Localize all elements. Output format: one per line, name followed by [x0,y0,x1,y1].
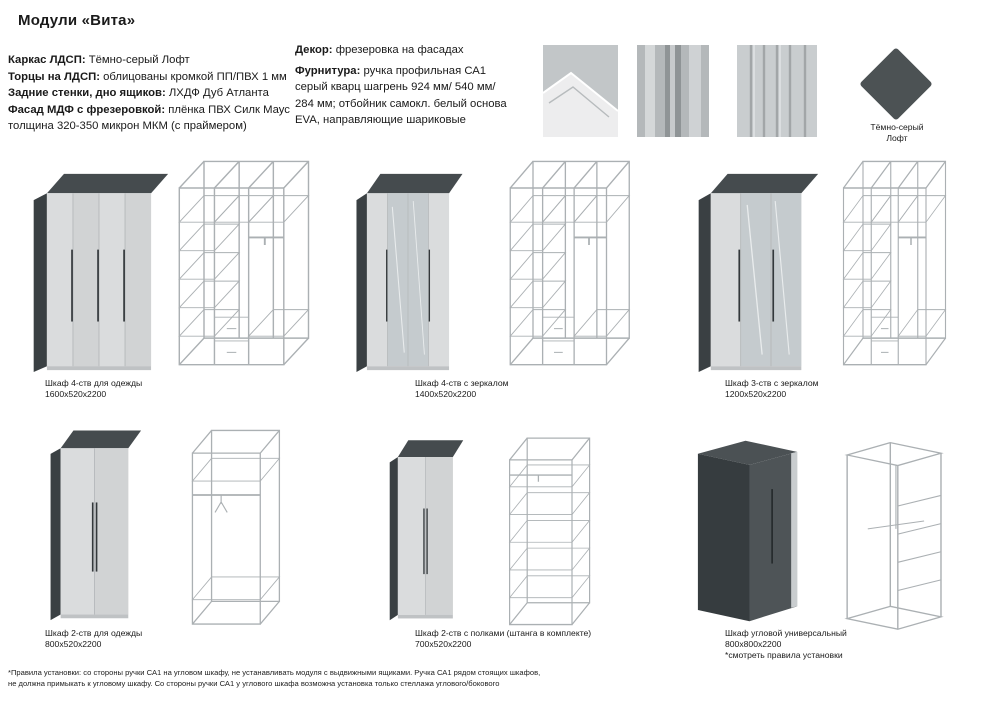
color-swatch [859,47,933,121]
product-name: Шкаф 2-ств для одежды [45,628,143,638]
spec-line: Задние стенки, дно ящиков: ЛХДФ Дуб Атла… [8,87,269,99]
facade-sample-2-image [637,45,709,137]
product-dims: 800х800х2200 [725,639,782,649]
spec-line: Фасад МДФ с фрезеровкой: плёнка ПВХ Силк… [8,103,290,133]
product-2-render [355,173,464,373]
spec-block: Каркас ЛДСП: Тёмно-серый Лофт Торцы на Л… [8,52,290,135]
product-3-caption: Шкаф 3-ств с зеркалом 1200х520х2200 [725,378,819,400]
decor-block: Декор: фрезеровка на фасадах Фурнитура: … [295,42,509,129]
page-title: Модули «Вита» [18,12,136,29]
spec-line: Торцы на ЛДСП: облицованы кромкой ПП/ПВХ… [8,70,287,83]
product-name: Шкаф 4-ств с зеркалом [415,378,509,388]
product-1-wireframe [178,160,310,366]
product-name: Шкаф 2-ств с полками (штанга в комплекте… [415,628,592,638]
footer-note: *Правила установки: со стороны ручки СА1… [8,668,541,688]
product-5-render [389,439,464,621]
spec-line: Каркас ЛДСП: Тёмно-серый Лофт [8,54,190,66]
product-dims: 1600х520х2200 [45,389,107,399]
product-2-caption: Шкаф 4-ств с зеркалом 1400х520х2200 [415,378,509,400]
product-3-wireframe [842,160,947,366]
product-5-caption: Шкаф 2-ств с полками (штанга в комплекте… [415,628,591,650]
swatch-label: Тёмно-серый Лофт [870,122,924,143]
product-4-caption: Шкаф 2-ств для одежды 800х520х2200 [45,628,142,650]
product-dims: 1200х520х2200 [725,389,787,399]
product-6-render [697,440,798,622]
product-6-wireframe [846,441,942,630]
product-6-caption: Шкаф угловой универсальный 800х800х2200 … [725,628,847,661]
product-name: Шкаф угловой универсальный [725,628,847,638]
product-3-render [697,173,819,373]
product-1-render [33,173,169,373]
product-dims: 700х520х2200 [415,639,472,649]
product-5-wireframe [508,437,591,626]
product-dims: 800х520х2200 [45,639,102,649]
product-1-caption: Шкаф 4-ств для одежды 1600х520х2200 [45,378,142,400]
product-dims: 1400х520х2200 [415,389,477,399]
fittings-line: Фурнитура: ручка профильная СА1 серый кв… [295,64,507,127]
product-note: *смотреть правила установки [725,650,843,660]
product-4-wireframe [191,429,281,625]
facade-sample-3-image [737,45,817,137]
decor-line: Декор: фрезеровка на фасадах [295,44,464,56]
product-name: Шкаф 4-ств для одежды [45,378,143,388]
product-2-wireframe [509,160,631,366]
product-4-render [50,430,142,621]
product-name: Шкаф 3-ств с зеркалом [725,378,819,388]
facade-sample-1-image [543,45,618,137]
